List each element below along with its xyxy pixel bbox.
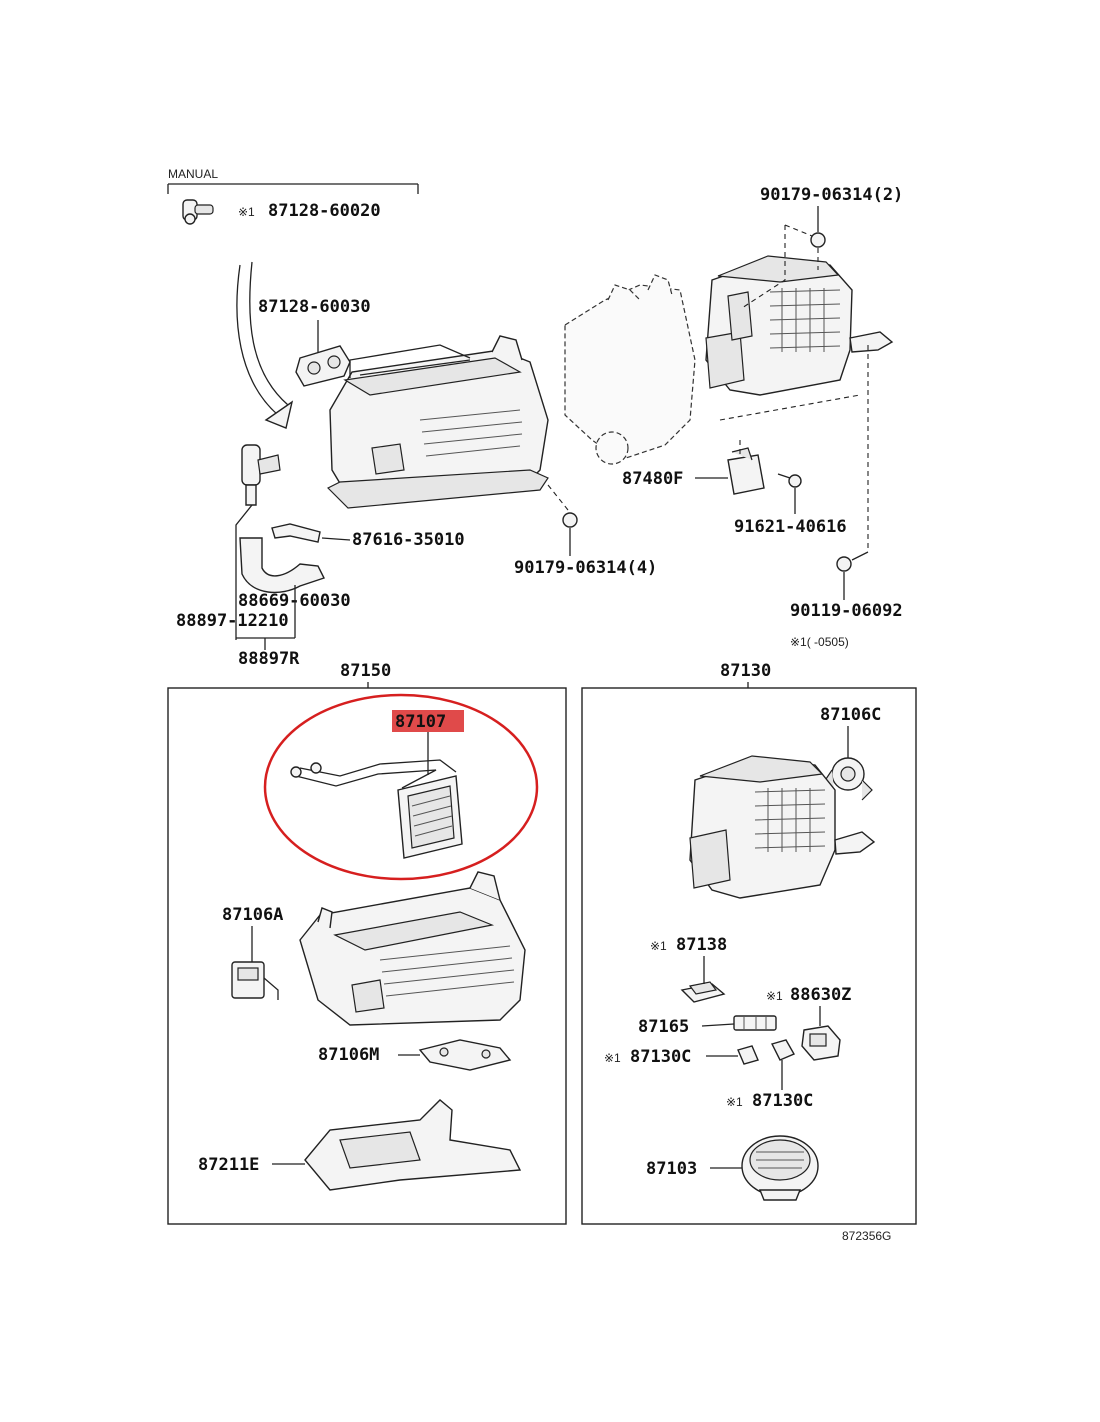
assembly-box-87130: 87130 87106C ※1 87138 xyxy=(581,661,917,1225)
part-87165 xyxy=(733,1015,777,1031)
water-valve xyxy=(241,444,281,506)
note-mark-87130C-b: ※1 xyxy=(726,1095,743,1109)
duct-87211E xyxy=(304,1099,522,1191)
nut-90179-top xyxy=(810,232,826,248)
evaporator-case-ghost xyxy=(564,274,696,465)
label-87480F[interactable]: 87480F xyxy=(622,469,683,489)
servo-87480F xyxy=(727,447,765,495)
label-87107[interactable]: 87107 xyxy=(395,712,446,732)
diagram-code: 872356G xyxy=(842,1229,891,1243)
part-88630Z xyxy=(801,1025,841,1061)
label-88897R[interactable]: 88897R xyxy=(238,649,300,669)
part-87130C-b xyxy=(770,1039,795,1061)
label-87165[interactable]: 87165 xyxy=(638,1017,689,1037)
swap-arrow xyxy=(236,264,279,416)
heater-core-87107 xyxy=(290,759,463,859)
screw-90119 xyxy=(836,551,869,572)
note-mark-87130C-a: ※1 xyxy=(604,1051,621,1065)
highlight-ring xyxy=(263,693,539,881)
label-87150[interactable]: 87150 xyxy=(340,661,391,681)
label-88669-60030[interactable]: 88669-60030 xyxy=(238,591,351,611)
heater-case xyxy=(299,871,526,1026)
heater-unit-main xyxy=(326,335,549,509)
note-mark-1: ※1 xyxy=(238,205,255,219)
nut-90179-bottom xyxy=(562,512,578,528)
label-90179-06314-2[interactable]: 90179-06314(2) xyxy=(760,185,903,205)
hose-clamp xyxy=(271,523,321,543)
assembly-box-87150: 87150 87107 87 xyxy=(167,661,567,1225)
part-87138 xyxy=(680,981,726,1003)
label-87103[interactable]: 87103 xyxy=(646,1159,697,1179)
screw-91621 xyxy=(777,473,802,488)
label-87106A[interactable]: 87106A xyxy=(222,905,283,925)
label-87128-60020[interactable]: 87128-60020 xyxy=(268,201,381,221)
manual-section: MANUAL ※1 87128-60020 xyxy=(167,167,419,429)
label-88897-12210[interactable]: 88897-12210 xyxy=(176,611,289,631)
blower-motor-87103 xyxy=(741,1135,819,1201)
grommet xyxy=(295,345,351,387)
label-87106C[interactable]: 87106C xyxy=(820,705,881,725)
note-mark-87138: ※1 xyxy=(650,939,667,953)
label-87130C-a[interactable]: 87130C xyxy=(630,1047,691,1067)
label-87616-35010[interactable]: 87616-35010 xyxy=(352,530,465,550)
note-range: ※1( -0505) xyxy=(790,635,849,649)
label-87130[interactable]: 87130 xyxy=(720,661,771,681)
hose xyxy=(239,537,325,594)
label-87130C-b[interactable]: 87130C xyxy=(752,1091,813,1111)
label-87138[interactable]: 87138 xyxy=(676,935,727,955)
label-90119-06092[interactable]: 90119-06092 xyxy=(790,601,903,621)
linkage-87106M xyxy=(418,1039,512,1071)
blower-case-top xyxy=(705,255,894,396)
note-mark-88630Z: ※1 xyxy=(766,989,783,1003)
label-87128-60030[interactable]: 87128-60030 xyxy=(258,297,371,317)
label-88630Z[interactable]: 88630Z xyxy=(790,985,851,1005)
servo-87106A xyxy=(231,961,279,1000)
label-87211E[interactable]: 87211E xyxy=(198,1155,259,1175)
highlight-tag xyxy=(392,710,464,732)
label-87106M[interactable]: 87106M xyxy=(318,1045,379,1065)
blower-case xyxy=(689,755,876,899)
manual-label: MANUAL xyxy=(168,167,218,181)
water-valve-small xyxy=(182,199,214,225)
label-91621-40616[interactable]: 91621-40616 xyxy=(734,517,847,537)
label-90179-06314-4[interactable]: 90179-06314(4) xyxy=(514,558,657,578)
part-87130C-a xyxy=(737,1045,759,1065)
